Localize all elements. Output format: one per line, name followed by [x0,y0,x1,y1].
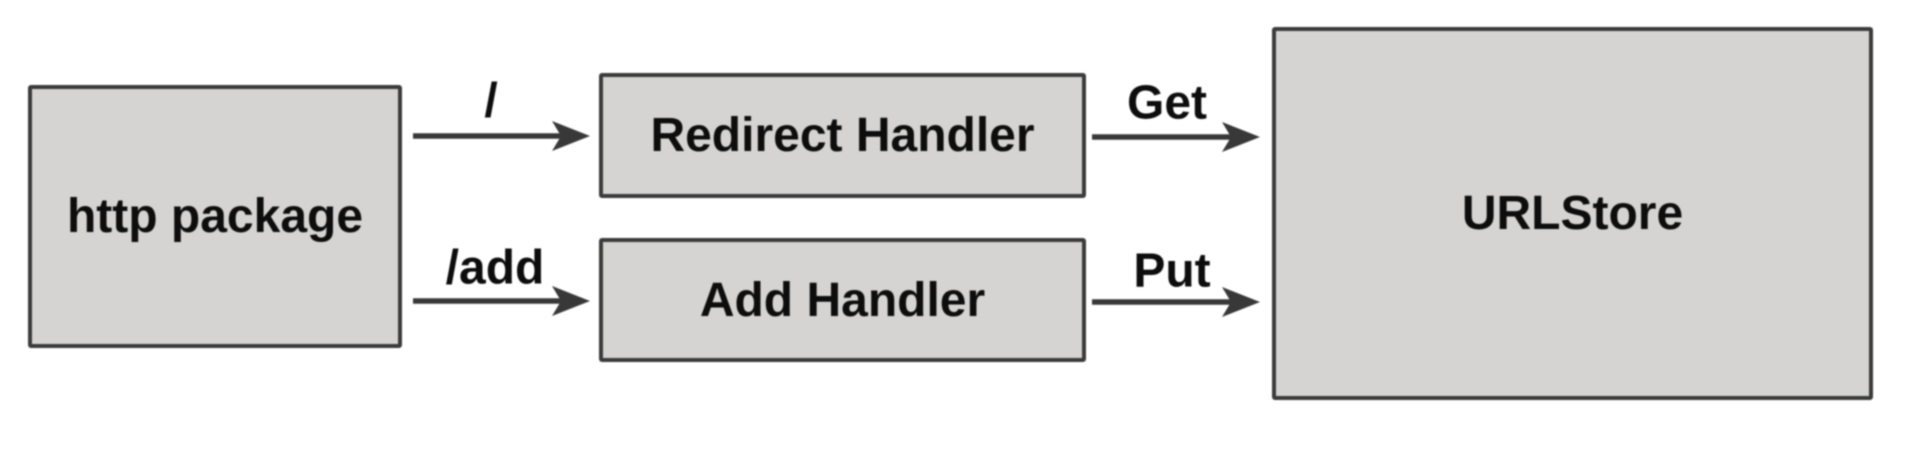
edge-label-add-route: /add [445,241,545,295]
node-urlstore-label: URLStore [1461,187,1684,240]
node-add-handler: Add Handler [599,238,1086,362]
edge-label-put: Put [1133,244,1211,298]
node-http-package: http package [28,85,402,348]
arrow-get-to-urlstore [1092,122,1260,152]
arrow-root-to-redirect [413,121,590,151]
arrow-add-to-addhandler [413,286,590,316]
node-add-handler-label: Add Handler [699,273,986,327]
node-http-package-label: http package [66,190,364,243]
arrow-put-to-urlstore [1092,287,1260,317]
edge-label-get: Get [1126,76,1208,130]
node-urlstore: URLStore [1272,27,1873,400]
node-redirect-handler: Redirect Handler [599,73,1086,198]
node-redirect-handler-label: Redirect Handler [650,109,1035,162]
edge-label-root-route: / [484,74,498,128]
